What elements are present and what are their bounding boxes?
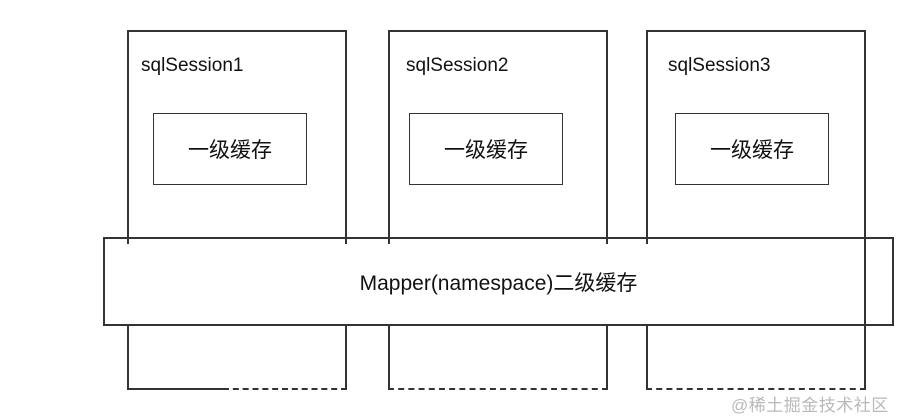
session-box-sqlsession2 bbox=[388, 30, 608, 390]
line-stub bbox=[345, 239, 347, 244]
session1-bottom-edge-solid bbox=[127, 388, 223, 390]
first-level-cache-box-3: 一级缓存 bbox=[675, 113, 829, 185]
first-level-cache-box-2: 一级缓存 bbox=[409, 113, 563, 185]
session2-bottom-edge-dashed bbox=[388, 388, 608, 390]
first-level-cache-label-2: 一级缓存 bbox=[444, 139, 528, 162]
line-stub bbox=[606, 239, 608, 244]
session-label-1: sqlSession1 bbox=[141, 55, 244, 76]
session-label-2: sqlSession2 bbox=[406, 55, 509, 76]
session1-bottom-edge-dashed bbox=[223, 388, 347, 390]
line-stub bbox=[388, 239, 390, 244]
watermark: @稀土掘金技术社区 bbox=[731, 396, 889, 415]
first-level-cache-box-1: 一级缓存 bbox=[153, 113, 307, 185]
first-level-cache-label-1: 一级缓存 bbox=[188, 139, 272, 162]
line-stub bbox=[646, 239, 648, 244]
session-box-sqlsession1 bbox=[127, 30, 347, 390]
first-level-cache-label-3: 一级缓存 bbox=[710, 139, 794, 162]
session-label-3: sqlSession3 bbox=[668, 55, 771, 76]
session3-right-edge-line bbox=[864, 237, 866, 326]
session-box-sqlsession3 bbox=[646, 30, 866, 390]
line-stub bbox=[127, 239, 129, 244]
second-level-cache-bar: Mapper(namespace)二级缓存 bbox=[103, 237, 894, 326]
session3-bottom-edge-dashed bbox=[646, 388, 866, 390]
second-level-cache-label: Mapper(namespace)二级缓存 bbox=[359, 271, 638, 295]
